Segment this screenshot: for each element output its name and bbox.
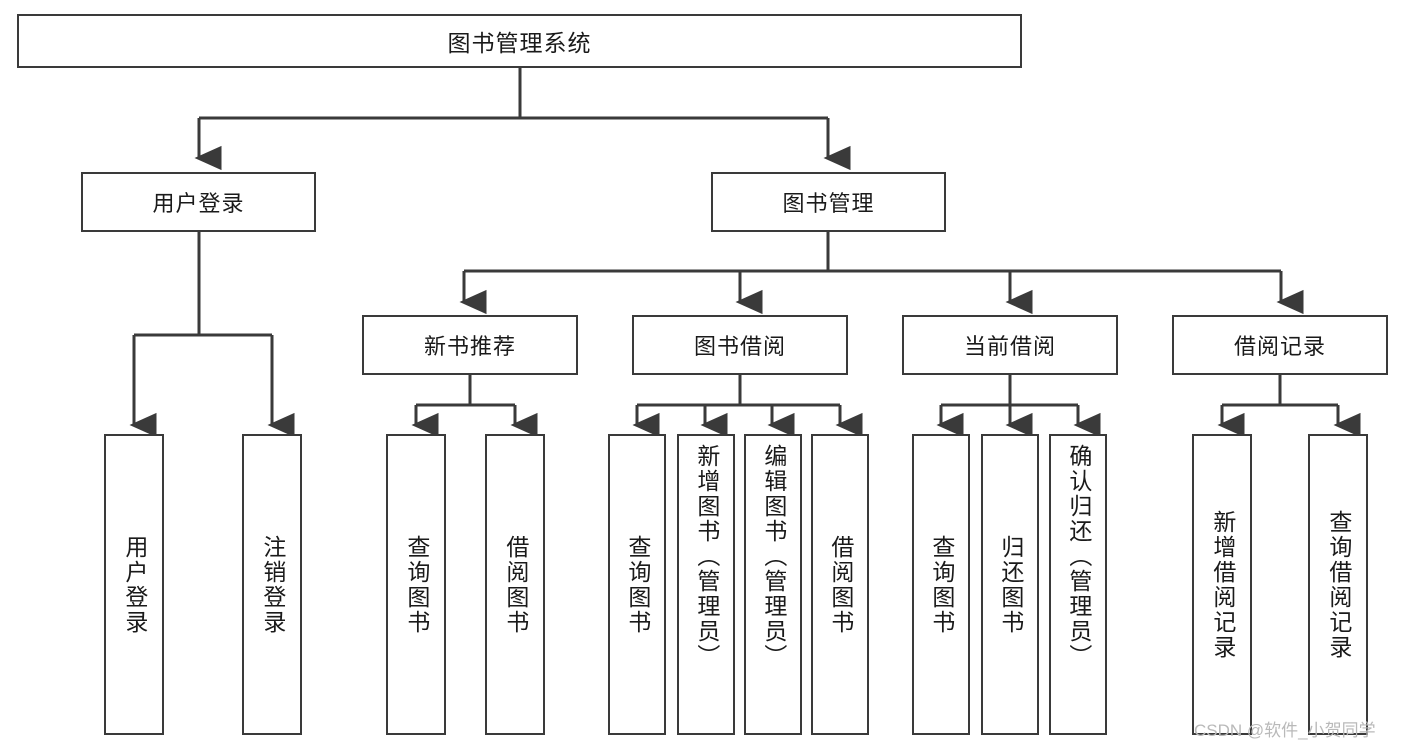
leaf-current-borrow-0[interactable]: 查询图书 [912, 434, 970, 735]
node-book-manage-label: 图书管理 [782, 191, 875, 216]
leaf-borrow-record-1-label: 查询借阅记录 [1325, 509, 1352, 660]
leaf-user-login-1-label: 注销登录 [259, 534, 286, 635]
node-root-label: 图书管理系统 [447, 30, 592, 56]
leaf-new-book-1-label: 借阅图书 [502, 534, 529, 635]
node-borrow-record-label: 借阅记录 [1233, 334, 1326, 359]
leaf-borrow-record-0-label: 新增借阅记录 [1209, 509, 1236, 660]
leaf-current-borrow-1-label: 归还图书 [997, 534, 1024, 635]
leaf-book-borrow-3-label: 借阅图书 [827, 534, 854, 635]
node-new-book-recommend-label: 新书推荐 [423, 334, 516, 359]
leaf-user-login-0-label: 用户登录 [121, 534, 148, 635]
node-user-login-label: 用户登录 [152, 191, 245, 216]
node-new-book-recommend[interactable]: 新书推荐 [362, 315, 578, 375]
node-user-login[interactable]: 用户登录 [81, 172, 316, 232]
leaf-borrow-record-1[interactable]: 查询借阅记录 [1308, 434, 1368, 735]
node-current-borrow-label: 当前借阅 [963, 334, 1056, 359]
leaf-current-borrow-2[interactable]: 确认归还（管理员） [1049, 434, 1107, 735]
node-current-borrow[interactable]: 当前借阅 [902, 315, 1118, 375]
leaf-book-borrow-3[interactable]: 借阅图书 [811, 434, 869, 735]
leaf-new-book-0-label: 查询图书 [403, 534, 430, 635]
leaf-book-borrow-2[interactable]: 编辑图书（管理员） [744, 434, 802, 735]
leaf-new-book-0[interactable]: 查询图书 [386, 434, 446, 735]
leaf-current-borrow-1[interactable]: 归还图书 [981, 434, 1039, 735]
leaf-book-borrow-2-label: 编辑图书（管理员） [760, 444, 787, 669]
node-book-manage[interactable]: 图书管理 [711, 172, 946, 232]
leaf-user-login-0[interactable]: 用户登录 [104, 434, 164, 735]
node-borrow-record[interactable]: 借阅记录 [1172, 315, 1388, 375]
csdn-watermark: CSDN @软件_小贺同学 [1194, 721, 1376, 740]
leaf-user-login-1[interactable]: 注销登录 [242, 434, 302, 735]
leaf-new-book-1[interactable]: 借阅图书 [485, 434, 545, 735]
leaf-borrow-record-0[interactable]: 新增借阅记录 [1192, 434, 1252, 735]
leaf-book-borrow-0-label: 查询图书 [624, 534, 651, 635]
leaf-book-borrow-1[interactable]: 新增图书（管理员） [677, 434, 735, 735]
node-root[interactable]: 图书管理系统 [17, 14, 1022, 68]
leaf-book-borrow-1-label: 新增图书（管理员） [693, 444, 720, 669]
leaf-current-borrow-2-label: 确认归还（管理员） [1065, 444, 1092, 669]
leaf-current-borrow-0-label: 查询图书 [928, 534, 955, 635]
leaf-book-borrow-0[interactable]: 查询图书 [608, 434, 666, 735]
node-book-borrow-label: 图书借阅 [693, 334, 786, 359]
node-book-borrow[interactable]: 图书借阅 [632, 315, 848, 375]
